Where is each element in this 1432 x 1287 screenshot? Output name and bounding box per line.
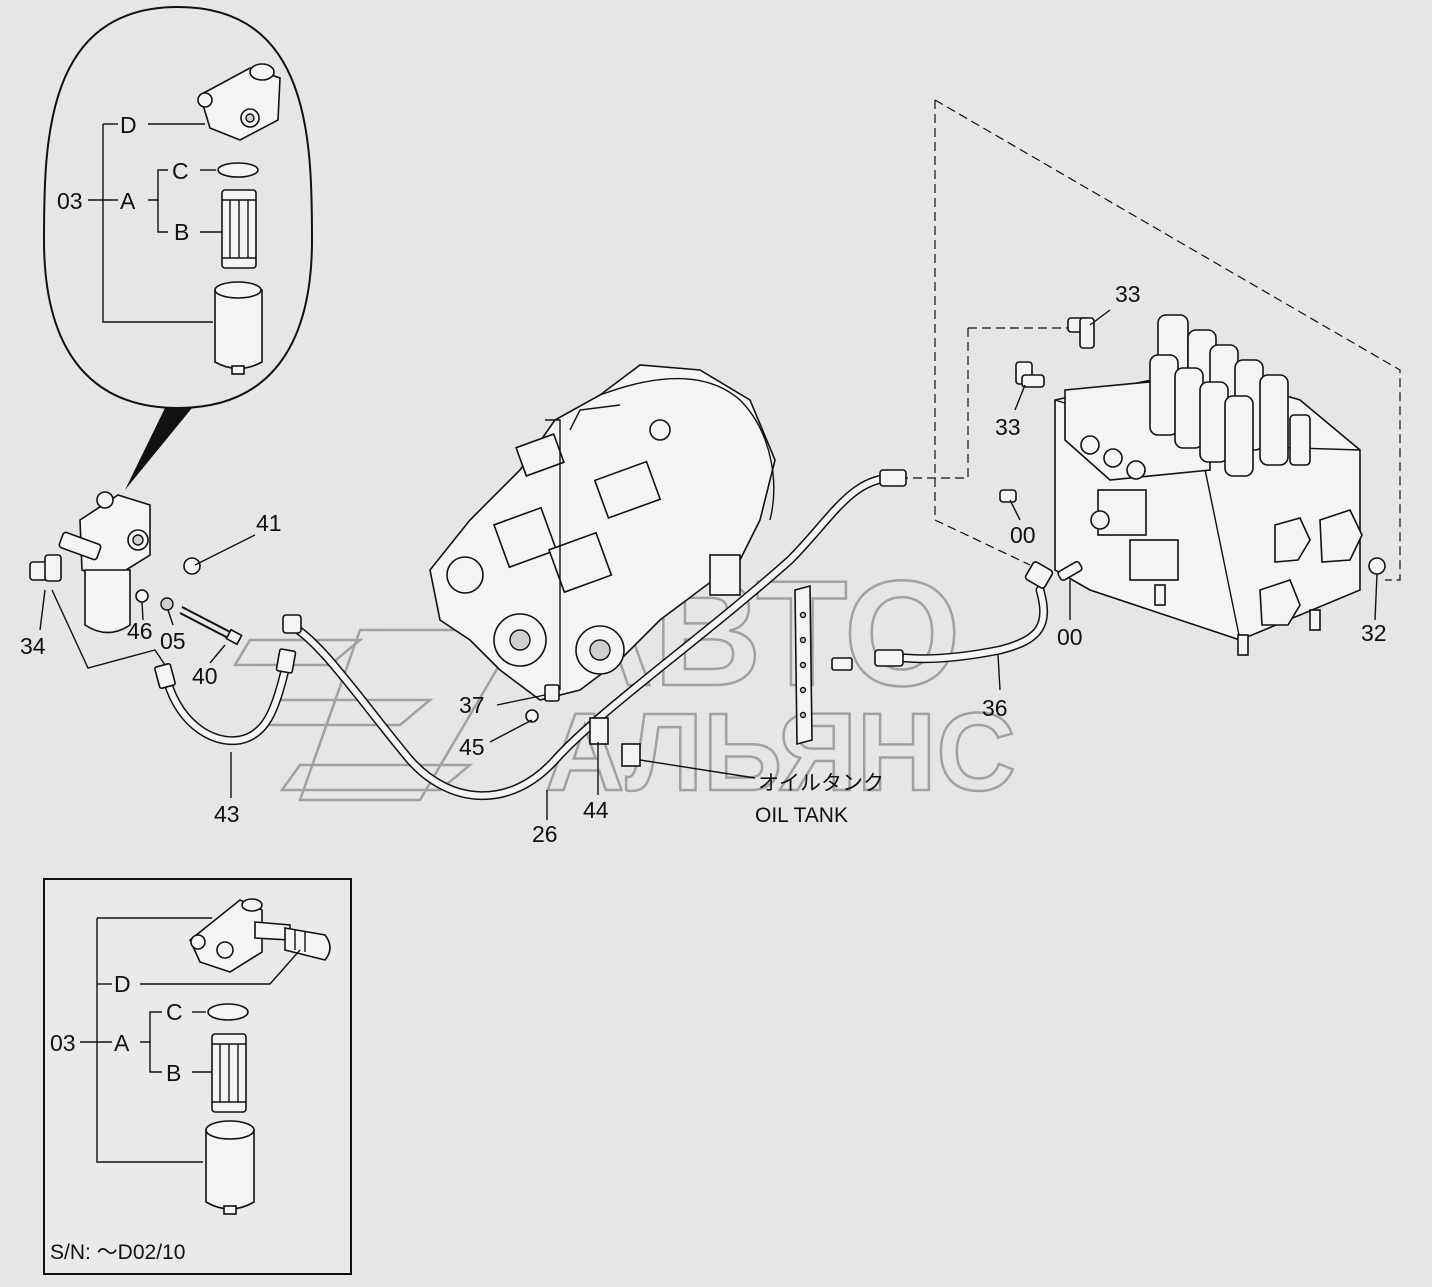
- callout-45: 45: [459, 734, 485, 760]
- label-b-early: B: [166, 1060, 181, 1086]
- pilot-filter-assembly: [29, 491, 243, 669]
- oil-tank-label-jp: オイルタンク: [758, 772, 884, 795]
- control-valve: [905, 99, 1401, 656]
- serial-number-note: S/N: ～D02/10: [50, 1241, 185, 1264]
- o-ring-c: [217, 162, 259, 178]
- callout-41: 41: [256, 510, 282, 536]
- clamp-44: [589, 717, 609, 745]
- label-c: C: [172, 158, 189, 184]
- filter-head-d-early: [189, 898, 331, 973]
- callouts: 33 33 00 00 32 36 41 34 46 05 40 43 37 4…: [20, 281, 1387, 847]
- label-b: B: [174, 219, 189, 245]
- oil-tank-label-en: OIL TANK: [755, 804, 848, 827]
- o-ring-05: [160, 597, 174, 611]
- label-d: D: [120, 112, 137, 138]
- filter-case: [214, 281, 263, 375]
- main-pump: [429, 364, 776, 767]
- callout-32: 32: [1361, 620, 1387, 646]
- callout-00-upper: 00: [1010, 522, 1036, 548]
- fitting-37: [544, 684, 560, 702]
- filter-head-d: [197, 63, 281, 141]
- callout-33-side: 33: [995, 414, 1021, 440]
- callout-36: 36: [982, 695, 1008, 721]
- filter-element-b: [221, 189, 257, 269]
- label-assy-03: 03: [57, 188, 83, 214]
- o-ring-c-early: [207, 1003, 249, 1021]
- plug-32: [1368, 557, 1386, 575]
- valve-spools: [1149, 314, 1289, 477]
- hose-36: [831, 561, 1054, 671]
- plug-41: [183, 557, 201, 575]
- callout-33-top: 33: [1115, 281, 1141, 307]
- label-a-early: A: [114, 1030, 130, 1056]
- washer-46: [135, 589, 149, 603]
- callout-37: 37: [459, 692, 485, 718]
- callout-05: 05: [160, 628, 186, 654]
- label-c-early: C: [166, 999, 183, 1025]
- clamp-44b: [621, 743, 641, 767]
- filter-detail-balloon: D C A B 03: [42, 5, 314, 490]
- fitting-00a: [999, 489, 1017, 503]
- leader-lines: [39, 309, 1378, 820]
- fitting-33-top: [1067, 317, 1095, 349]
- filter-element-b-early: [211, 1033, 247, 1113]
- label-assy-03-early: 03: [50, 1030, 76, 1056]
- callout-40: 40: [192, 663, 218, 689]
- oil-tank-plate: [794, 584, 813, 746]
- callout-44: 44: [583, 797, 609, 823]
- callout-34: 34: [20, 633, 46, 659]
- fitting-45: [525, 709, 539, 723]
- hose-26: [282, 469, 907, 801]
- callout-43: 43: [214, 801, 240, 827]
- callout-46: 46: [127, 618, 153, 644]
- elbow-fitting-34: [29, 554, 62, 582]
- label-a: A: [120, 188, 136, 214]
- fitting-00b: [1057, 560, 1083, 582]
- fitting-33-side: [1015, 361, 1045, 388]
- filter-case-early: [205, 1120, 255, 1215]
- callout-00-lower: 00: [1057, 624, 1083, 650]
- balloon-pointer: [125, 408, 192, 490]
- label-d-early: D: [114, 971, 131, 997]
- bolt-40: [179, 606, 243, 646]
- callout-26: 26: [532, 821, 558, 847]
- filter-detail-box-early-sn: D C A B 03 S/N: ～D02/10: [43, 878, 352, 1275]
- hose-43: [154, 648, 297, 746]
